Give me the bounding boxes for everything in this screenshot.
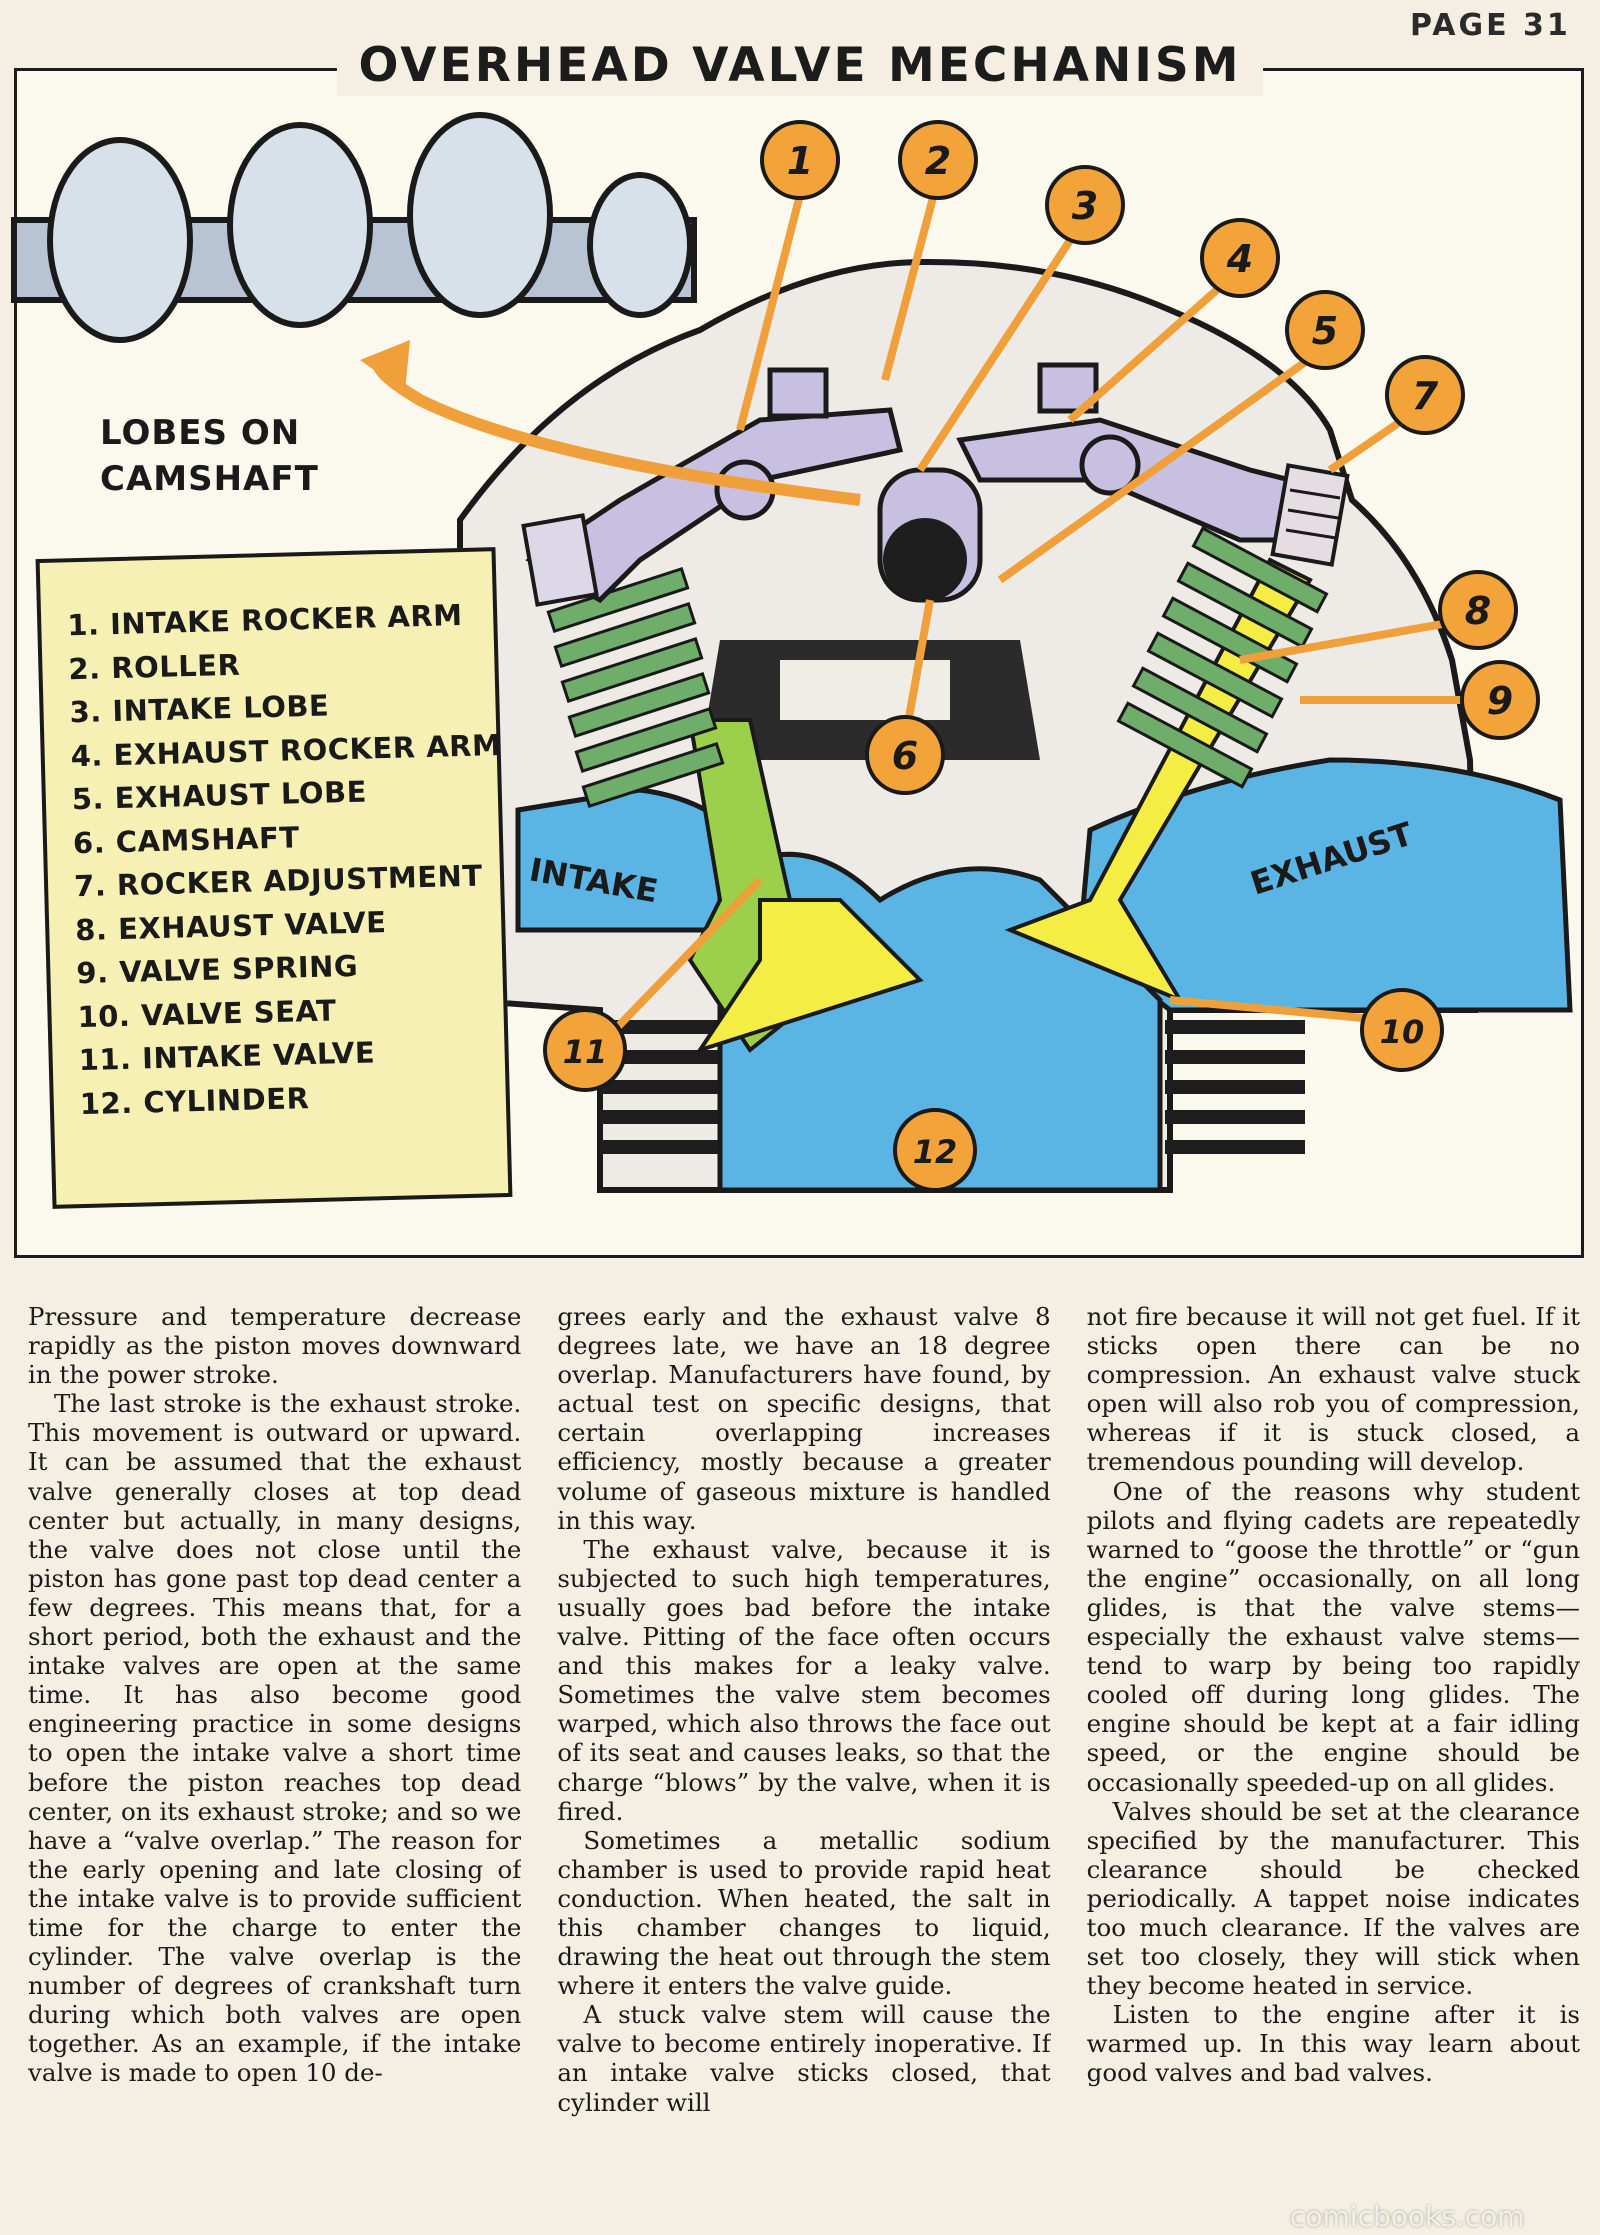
svg-text:11: 11 — [563, 1033, 608, 1071]
paragraph: Sometimes a metallic sodium chamber is u… — [557, 1825, 1051, 2001]
camshaft-lobes-label: LOBES ON CAMSHAFT — [100, 410, 319, 502]
camshaft-lobes — [11, 112, 697, 343]
intake-valve — [687, 718, 924, 1054]
engine-diagram: 1 2 3 4 5 6 7 8 9 10 11 12 INTAKE EXHAUS… — [11, 112, 1573, 1193]
callout-11: 11 — [543, 1008, 627, 1092]
page-number: PAGE 31 — [1410, 8, 1571, 43]
paragraph: Pressure and temperature decrease rapidl… — [28, 1302, 522, 1390]
legend-list: 1. INTAKE ROCKER ARM 2. ROLLER 3. INTAKE… — [67, 593, 502, 1126]
callout-6: 6 — [865, 715, 945, 795]
svg-text:10: 10 — [1380, 1013, 1425, 1051]
callout-2: 2 — [898, 120, 978, 200]
paragraph: Valves should be set at the clearance sp… — [1086, 1796, 1580, 2001]
paragraph: not fire because it will not get fuel. I… — [1086, 1302, 1580, 1477]
head-camshaft — [877, 467, 983, 603]
callout-3: 3 — [1045, 165, 1125, 245]
intake-valve-spring — [546, 566, 725, 809]
parts-legend: 1. INTAKE ROCKER ARM 2. ROLLER 3. INTAKE… — [35, 547, 513, 1209]
text-column-2: grees early and the exhaust valve 8 degr… — [557, 1302, 1050, 2202]
camshaft-label-line-2: CAMSHAFT — [100, 459, 319, 499]
svg-text:7: 7 — [1412, 374, 1439, 418]
watermark: comicbooks.com — [1290, 2200, 1525, 2233]
svg-text:3: 3 — [1072, 184, 1098, 228]
paragraph: grees early and the exhaust valve 8 degr… — [557, 1302, 1051, 1535]
head-web — [780, 660, 950, 720]
cylinder-fins-right — [1165, 1020, 1305, 1154]
svg-text:5: 5 — [1312, 309, 1338, 353]
callout-10: 10 — [1360, 988, 1444, 1072]
svg-text:9: 9 — [1487, 679, 1513, 723]
paragraph: A stuck valve stem will cause the valve … — [557, 2000, 1051, 2117]
text-column-3: not fire because it will not get fuel. I… — [1087, 1302, 1580, 2202]
paragraph: Listen to the engine after it is warmed … — [1086, 2000, 1580, 2088]
camshaft-label-line-1: LOBES ON — [100, 413, 301, 453]
callout-8: 8 — [1438, 570, 1518, 650]
exhaust-valve-spring — [1116, 526, 1329, 789]
callout-1: 1 — [760, 120, 840, 200]
callout-12: 12 — [893, 1108, 977, 1192]
camshaft-arrow-head — [360, 340, 410, 392]
rocker-adjustment — [1270, 463, 1350, 567]
paragraph: One of the reasons why student pilots an… — [1086, 1476, 1580, 1797]
paragraph: The last stroke is the exhaust stroke. T… — [28, 1389, 522, 2088]
svg-text:4: 4 — [1226, 237, 1253, 281]
callout-9: 9 — [1460, 660, 1540, 740]
svg-text:1: 1 — [787, 139, 813, 183]
svg-text:12: 12 — [913, 1133, 958, 1171]
svg-text:6: 6 — [892, 734, 918, 778]
callout-5: 5 — [1285, 290, 1365, 370]
svg-text:2: 2 — [925, 139, 951, 183]
svg-text:8: 8 — [1465, 589, 1491, 633]
text-column-1: Pressure and temperature decrease rapidl… — [28, 1302, 521, 2202]
callout-4: 4 — [1200, 218, 1280, 298]
callout-7: 7 — [1385, 355, 1465, 435]
cylinder-fins-left — [600, 1020, 720, 1154]
body-text: Pressure and temperature decrease rapidl… — [28, 1302, 1580, 2202]
paragraph: The exhaust valve, because it is subject… — [557, 1534, 1051, 1826]
